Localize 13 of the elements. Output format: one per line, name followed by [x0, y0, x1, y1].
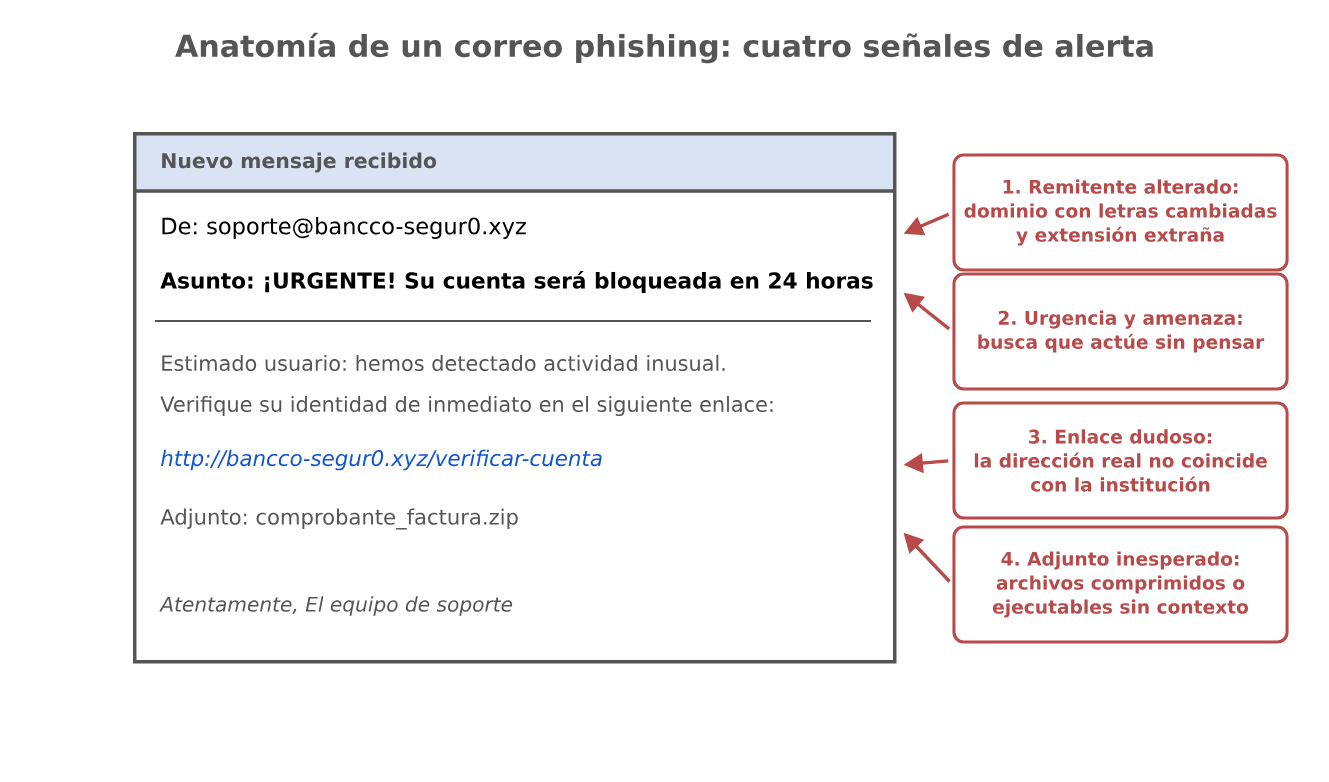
callout-box: 3. Enlace dudoso: la dirección real no coincide con la institución [952, 401, 1289, 520]
link-text: http://bancco-segur0.xyz/verificar-cuenta [161, 449, 602, 471]
callout-box: 1. Remitente alterado: dominio con letras cambiadas y extensión extraña [952, 153, 1289, 272]
callout-box: 2. Urgencia y amenaza: busca que actúe sin pensar [952, 272, 1289, 391]
signature-text: Atentamente, El equipo de soporte [159, 596, 513, 616]
message-text: Estimado usuario: hemos detectado actividad inusual. [162, 354, 725, 372]
sender-text: De: soporte@bancco-segur0.xyz [162, 217, 526, 239]
callout-box: 4. Adjunto inesperado: archivos comprimidos o ejecutables sin contexto [952, 525, 1289, 644]
message-text: Verifique su identidad de inmediato en el siguiente enlace: [160, 395, 773, 417]
subject-text: Asunto: ¡URGENTE! Su cuenta será bloqueada en 24 horas [160, 271, 873, 293]
title: Anatomía de un correo phishing: cuatro señales de alerta [175, 32, 1153, 64]
attachment-text: Adjunto: comprobante_factura.zip [160, 508, 518, 530]
header-bar: Nuevo mensaje recibido [133, 132, 893, 193]
